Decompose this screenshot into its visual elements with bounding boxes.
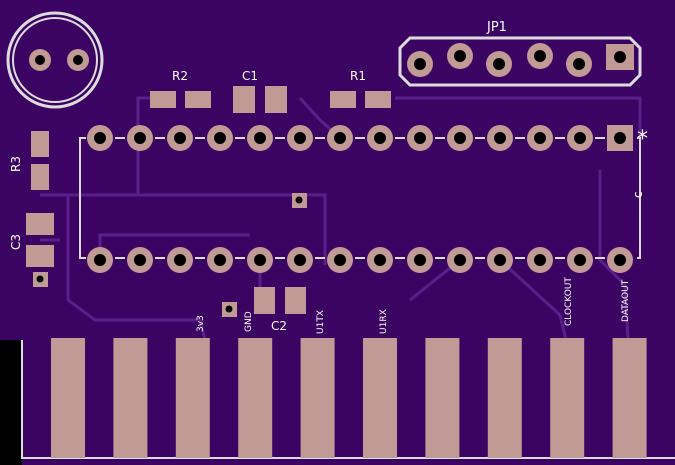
c2-capacitor: C2 [254,287,306,333]
edge-finger [113,338,148,458]
edge-finger [612,338,647,458]
mounting-hole [6,11,104,109]
c3-capacitor: C3 [9,213,54,267]
pin-label-u1rx: U1RX [379,309,389,334]
c1-label: C1 [242,69,258,83]
edge-connector: 3v3 GND U1TX U1RX CLOCKOUT DATAOUT [21,277,675,459]
board-substrate [0,0,675,340]
pin-label-dataout: DATAOUT [621,279,631,322]
c3-label: C3 [9,234,23,250]
edge-finger [300,338,335,458]
c2-label: C2 [271,319,287,333]
jp1-label: JP1 [486,20,507,35]
pin-label-gnd: GND [244,311,254,332]
pin-label-clockout: CLOCKOUT [564,277,574,326]
edge-finger [51,338,85,458]
vias [33,193,307,317]
r3-resistor: R3 [9,131,49,190]
pin-label-u1tx: U1TX [316,310,326,334]
edge-finger [550,338,585,458]
edge-finger [238,338,273,458]
pin-label-3v3: 3v3 [196,315,206,332]
edge-finger [487,338,522,458]
r3-label: R3 [9,156,23,172]
pin1-marker: * [637,127,648,152]
jp1-header: JP1 [398,20,642,87]
edge-finger [175,338,210,458]
r1-resistor: R1 [330,69,391,108]
edge-finger [363,338,397,458]
r1-label: R1 [350,69,366,83]
r2-label: R2 [172,69,188,83]
notch-mark: c [631,191,645,198]
c1-capacitor: C1 [233,69,287,113]
dip-ic-footprint: c * [79,125,648,273]
edge-finger [425,338,460,458]
r2-resistor: R2 [150,69,211,108]
